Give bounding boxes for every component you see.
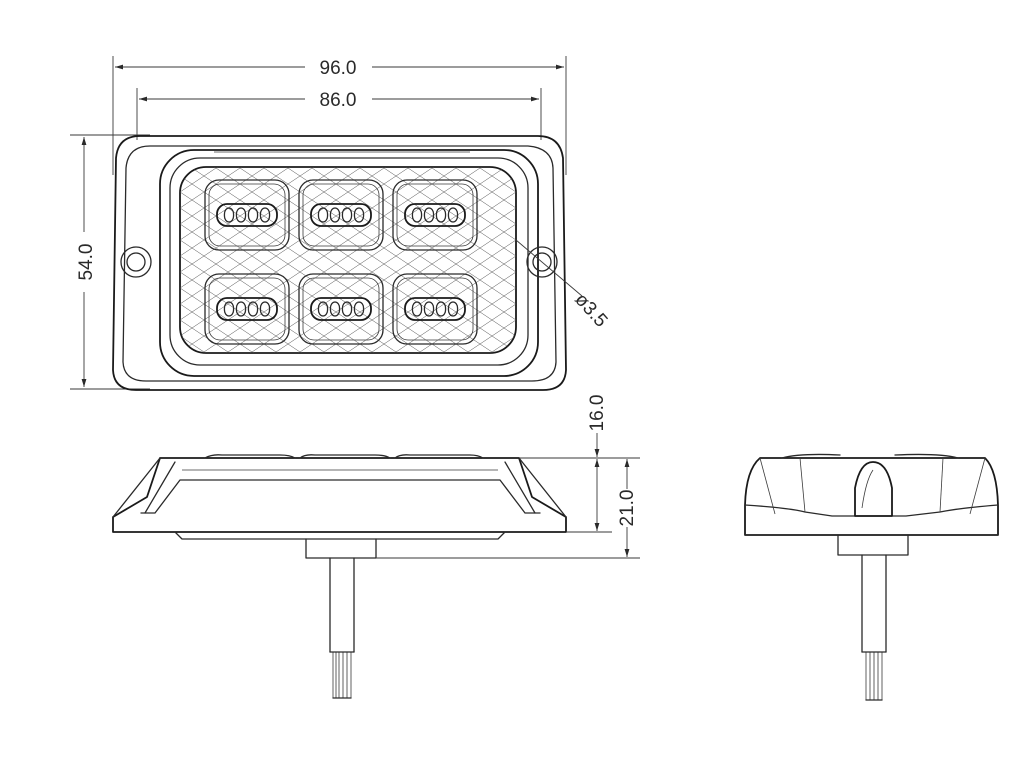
led-module-group: [204, 179, 478, 345]
dimension-lens-width: 86.0: [139, 90, 539, 111]
dimension-overall-width: 96.0: [115, 58, 564, 79]
dimension-height: 54.0: [70, 134, 150, 390]
led: [247, 207, 259, 223]
end-pod: [854, 461, 893, 517]
led: [235, 207, 247, 223]
mounting-hole-right: [526, 246, 558, 278]
front-view: 96.0 86.0 54.0: [70, 56, 611, 391]
led: [423, 207, 435, 223]
lens: [179, 166, 517, 354]
led: [247, 301, 259, 317]
dimension-label-86: 86.0: [320, 90, 357, 111]
led: [447, 207, 459, 223]
dimension-label-16: 16.0: [587, 395, 608, 432]
mounting-hole-left: [120, 246, 152, 278]
dimension-total-height: 21.0: [617, 459, 638, 557]
cable-end: [861, 554, 887, 701]
led: [353, 207, 365, 223]
led: [223, 301, 235, 317]
led: [223, 207, 235, 223]
led: [317, 207, 329, 223]
end-body-outline: [744, 457, 999, 536]
led: [435, 207, 447, 223]
dimension-label-54: 54.0: [76, 244, 97, 281]
side-base: [174, 531, 506, 540]
led: [341, 207, 353, 223]
side-boss: [305, 538, 377, 559]
side-view: 16.0 21.0: [112, 395, 640, 699]
led-module: [204, 273, 290, 345]
side-body-outline: [112, 457, 567, 533]
led: [411, 301, 423, 317]
led: [329, 301, 341, 317]
housing-outline: [112, 135, 567, 391]
dimension-body-height: 16.0: [587, 395, 608, 531]
end-base: [837, 534, 909, 556]
led: [447, 301, 459, 317]
led-module: [298, 179, 384, 251]
led: [235, 301, 247, 317]
led-module: [392, 273, 478, 345]
led: [423, 301, 435, 317]
led: [259, 301, 271, 317]
led: [329, 207, 341, 223]
led: [435, 301, 447, 317]
bezel: [159, 149, 539, 377]
led: [317, 301, 329, 317]
led-module: [392, 179, 478, 251]
led-module: [204, 179, 290, 251]
dimension-label-21: 21.0: [617, 490, 638, 527]
led: [341, 301, 353, 317]
dimension-label-hole: ø3.5: [570, 289, 611, 331]
housing-inner-ridge: [122, 145, 557, 382]
led: [353, 301, 365, 317]
led-module: [298, 273, 384, 345]
dimension-label-96: 96.0: [320, 58, 357, 79]
end-view: [744, 453, 999, 701]
led: [259, 207, 271, 223]
cable-side: [329, 557, 355, 699]
led: [411, 207, 423, 223]
